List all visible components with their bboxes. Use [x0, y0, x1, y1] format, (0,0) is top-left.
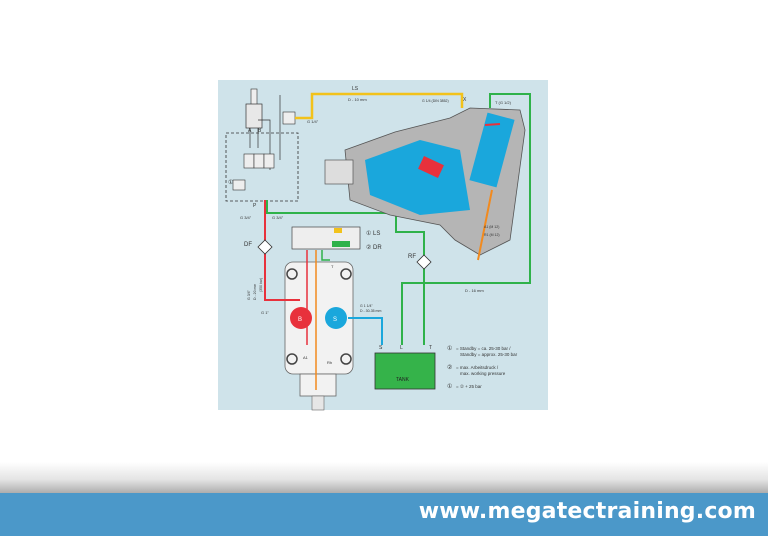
- label-valve-b: B: [258, 128, 262, 134]
- legend-text-2b: max. working pressure: [460, 371, 506, 376]
- legend: ① = Standby = ca. 25-30 bar / Standby = …: [447, 345, 518, 390]
- label-x-port: X: [463, 97, 467, 103]
- label-tank: TANK: [396, 377, 410, 383]
- pressure-compensator: [232, 179, 246, 191]
- suction-port-s: [325, 307, 347, 329]
- label-p-port: G 3/4": [240, 215, 252, 220]
- tank: [374, 352, 436, 390]
- label-valve-a: A: [248, 128, 252, 134]
- pressure-filter-icon: [257, 239, 273, 255]
- control-return: [321, 250, 330, 261]
- label-ls-diameter: D - 10 mm: [348, 97, 367, 102]
- pump-body: [284, 261, 354, 411]
- label-pump-b: B: [298, 317, 302, 323]
- legend-symbol-1: ①: [447, 345, 452, 352]
- axial-piston-pump: [324, 107, 526, 261]
- return-filter-icon: [416, 254, 432, 270]
- label-t-note: T (G 1/2): [495, 100, 512, 105]
- control-ls-spool: [334, 228, 342, 233]
- legend-text-1: = Standby = ca. 25-30 bar /: [456, 346, 511, 351]
- label-valve-p: P: [253, 203, 257, 209]
- label-port-rh: Rh: [327, 360, 332, 365]
- cylinder: [245, 103, 263, 129]
- label-tank-t: T: [429, 345, 432, 351]
- directional-valve-right: [263, 153, 275, 169]
- label-t-port: G 3/4": [272, 215, 284, 220]
- shuttle-valve: [282, 111, 296, 125]
- label-pressure-size: D - 20 mm: [253, 284, 257, 300]
- suction-line: [348, 317, 383, 345]
- valve-symbol-1: ①: [228, 179, 233, 186]
- label-pump-r1: R1 (M 12): [484, 233, 500, 237]
- label-suction-diameter: D - 30-35 mm: [360, 309, 381, 313]
- legend-text-2: = max. Arbeitsdruck /: [456, 365, 499, 370]
- label-tank-s: S: [379, 345, 383, 351]
- label-suction-port: G 1 1/4": [360, 304, 373, 308]
- legend-text-1b: Standby = approx. 25-30 bar: [460, 352, 518, 357]
- directional-valve-center: [253, 153, 265, 169]
- case-drain-line: [401, 93, 531, 345]
- label-pump-a1: A1 (M 12): [484, 225, 499, 229]
- pressure-line: [264, 200, 300, 301]
- label-pressure-port: G 1": [261, 310, 269, 315]
- label-pump-s: S: [333, 317, 337, 323]
- label-port-a1: A1: [303, 355, 309, 360]
- footer-bar: www.megatectraining.com: [0, 493, 768, 536]
- label-rf: RF: [408, 254, 416, 260]
- legend-text-3: = ② + 25 bar: [456, 384, 482, 389]
- label-pressure-thread: G 3/4": [247, 289, 251, 300]
- label-df: DF: [244, 242, 252, 248]
- label-control-dr: ② DR: [366, 244, 382, 251]
- legend-symbol-2: ②: [447, 364, 452, 371]
- label-x-note: G 1/4 (DIN 3852): [422, 99, 449, 103]
- label-control-ls: ① LS: [366, 230, 380, 237]
- footer-shadow: [0, 462, 768, 494]
- label-return-diameter: D - 16 mm: [465, 288, 484, 293]
- label-ls-port: G 1/4": [307, 119, 319, 124]
- label-control-t: T: [331, 264, 334, 269]
- website-link[interactable]: www.megatectraining.com: [418, 499, 756, 524]
- return-line: [266, 200, 425, 345]
- label-pressure-rating: (350 bar): [259, 278, 263, 292]
- valve-block-outline: [225, 132, 299, 202]
- valve-pilot-lines: [249, 95, 281, 170]
- label-tank-l: L: [400, 345, 403, 351]
- pressure-port-b: [290, 307, 312, 329]
- directional-valve-left: [243, 153, 255, 169]
- legend-symbol-3: ①: [447, 383, 452, 390]
- ls-line: [295, 92, 464, 120]
- label-ls: LS: [352, 86, 359, 92]
- control-spring: [332, 241, 350, 247]
